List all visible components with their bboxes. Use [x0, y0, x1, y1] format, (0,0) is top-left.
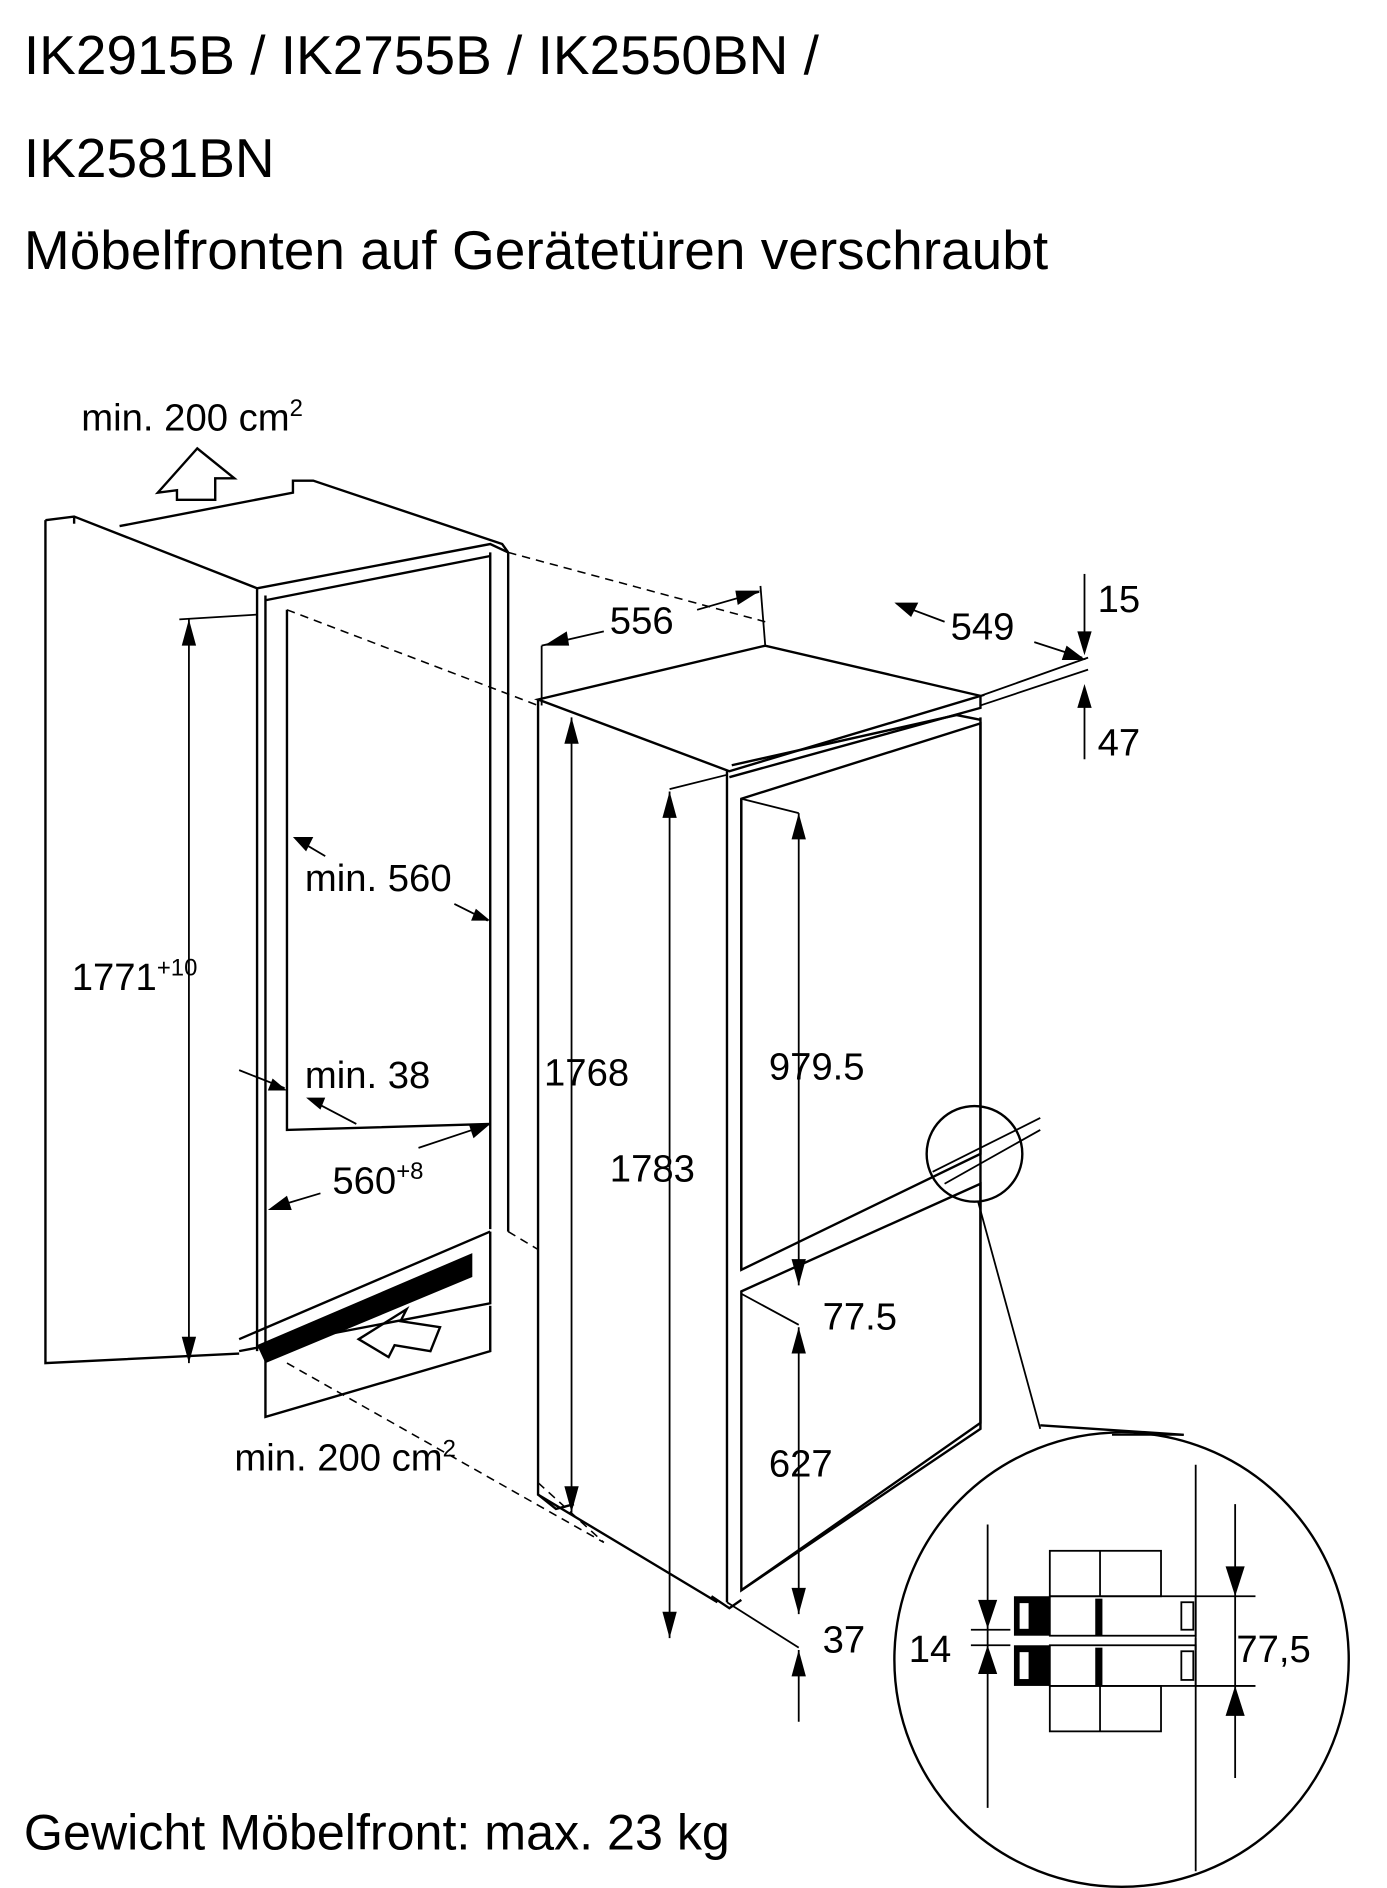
top-gap-15-label: 15 [1098, 578, 1141, 621]
niche-width-label: 560+8 [332, 1158, 423, 1202]
detail-distance-label: 77,5 [1236, 1628, 1310, 1671]
niche-wall-label: min. 38 [305, 1054, 430, 1097]
footer-weight-note: Gewicht Möbelfront: max. 23 kg [24, 1805, 730, 1861]
upper-door-label: 979.5 [769, 1046, 865, 1089]
title-line-1: IK2915B / IK2755B / IK2550BN / [24, 24, 820, 86]
title-line-2: IK2581BN [24, 127, 275, 189]
total-height-label: 1783 [610, 1147, 695, 1190]
top-offset-47-label: 47 [1098, 722, 1141, 765]
depth-549-label: 549 [951, 606, 1015, 649]
hinge-detail [893, 1424, 1350, 1888]
niche-height-label: 1771+10 [72, 955, 198, 999]
appliance [533, 573, 1184, 1722]
bottom-offset-label: 37 [823, 1618, 866, 1661]
vent-top-label: min. 200 cm2 [81, 395, 303, 439]
niche-depth-label: min. 560 [305, 857, 452, 900]
vent-bottom-label: min. 200 cm2 [234, 1435, 456, 1479]
vent-arrow-top [154, 446, 238, 501]
width-556-label: 556 [610, 600, 674, 643]
niche-cabinet [44, 446, 766, 1544]
detail-gap-label: 14 [909, 1628, 952, 1671]
body-height-label: 1768 [544, 1052, 629, 1095]
lower-door-label: 627 [769, 1443, 833, 1486]
title-line-3: Möbelfronten auf Gerätetüren verschraubt [24, 219, 1048, 281]
vent-arrow-bottom [356, 1306, 442, 1359]
door-gap-label: 77.5 [823, 1296, 897, 1339]
